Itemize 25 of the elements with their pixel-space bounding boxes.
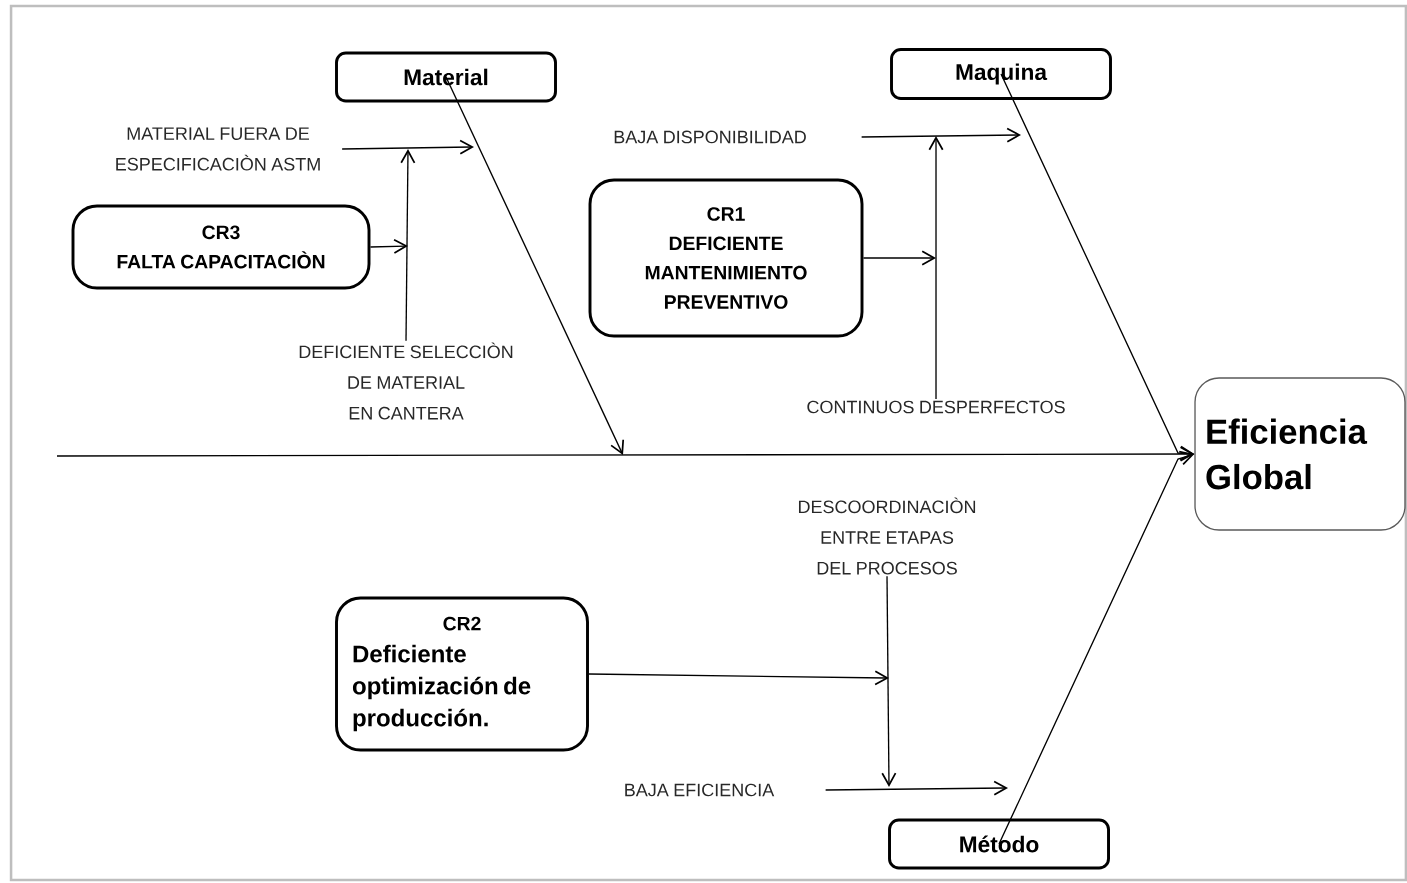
arrow: [369, 238, 408, 254]
arrow: [1000, 73, 1195, 461]
arrow: [860, 127, 1021, 143]
cause-label: CONTINUOS DESPERFECTOS: [807, 400, 1065, 414]
cause-box: CR3 FALTA CAPACITACIÒN: [71, 204, 371, 290]
cause-label: BAJA DISPONIBILIDAD: [614, 130, 806, 144]
arrow: [341, 139, 474, 155]
cause-label: BAJA EFICIENCIA: [625, 783, 775, 797]
cause-box: CR2 Deficiente optimización de producción.: [335, 596, 589, 752]
category-box: Material: [335, 51, 557, 103]
arrow: [998, 450, 1195, 845]
arrow: [588, 670, 889, 686]
effect-box: Eficiencia Global: [1194, 377, 1406, 531]
cause-box: CR1 DEFICIENTE MANTENIMIENTO PREVENTIVO: [588, 178, 864, 338]
arrow: [881, 575, 897, 787]
arrow: [400, 149, 416, 342]
category-box: Maquina: [890, 48, 1112, 100]
category-box: Método: [888, 818, 1110, 870]
arrow: [445, 76, 625, 455]
cause-label: DESCOORDINACIÒN ENTRE ETAPAS DEL PROCESOS: [799, 497, 976, 575]
arrow: [824, 780, 1008, 796]
cause-label: DEFICIENTE SELECCIÒN DE MATERIAL EN CANTERA: [299, 342, 513, 420]
arrow: [862, 250, 936, 266]
cause-label: MATERIAL FUERA DE ESPECIFICACIÒN ASTM: [116, 127, 320, 171]
arrow: [928, 136, 944, 400]
